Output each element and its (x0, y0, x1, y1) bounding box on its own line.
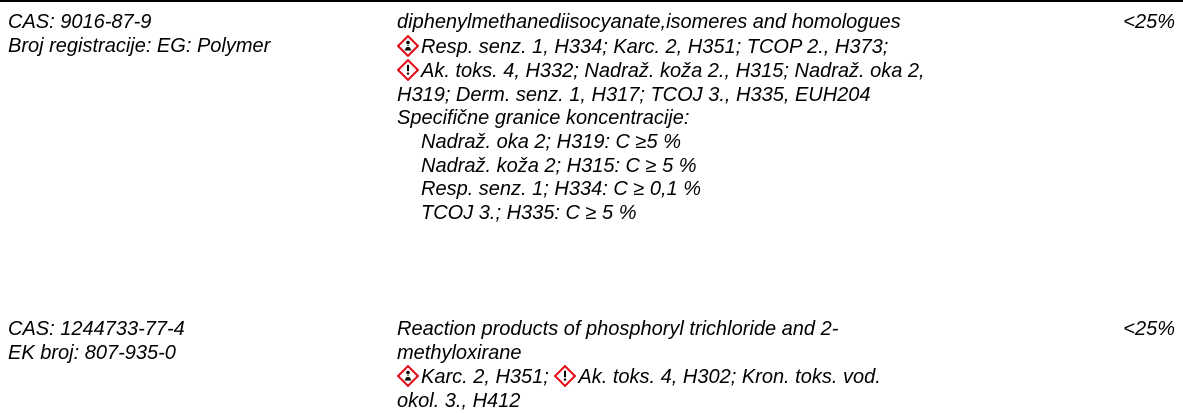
health-hazard-icon (397, 365, 419, 388)
concentration: <25% (1123, 11, 1175, 33)
health-hazard-icon (397, 34, 419, 57)
scl-item: Resp. senz. 1; H334: C ≥ 0,1 % (421, 178, 701, 201)
scl-item: TCOJ 3.; H335: C ≥ 5 % (421, 201, 637, 224)
identifier-column: CAS: 9016-87-9 Broj registracije: EG: Po… (8, 11, 388, 58)
registration-number: EK broj: 807-935-0 (8, 341, 176, 364)
exclamation-mark-icon (554, 365, 577, 388)
cas-number: CAS: 1244733-77-4 (8, 318, 185, 340)
substance-name: Reaction products of phosphoryl trichlor… (397, 318, 839, 340)
substance-name: methyloxirane (397, 341, 522, 364)
classification-line: Karc. 2, H351; Ak. toks. 4, H302; Kron. … (397, 365, 1117, 390)
scl-heading: Specifične granice koncentracije: (397, 107, 690, 130)
description-column: diphenylmethanediisocyanate,isomeres and… (397, 11, 1117, 225)
description-column: Reaction products of phosphoryl trichlor… (397, 318, 1117, 413)
classification-line: Resp. senz. 1, H334; Karc. 2, H351; TCOP… (397, 34, 1117, 60)
substance-name: diphenylmethanediisocyanate,isomeres and… (397, 11, 901, 33)
scl-item: Nadraž. koža 2; H315: C ≥ 5 % (421, 154, 697, 177)
scl-item: Nadraž. oka 2; H319: C ≥5 % (421, 130, 681, 153)
classification-line: H319; Derm. senz. 1, H317; TCOJ 3., H335… (397, 83, 871, 106)
classification-line: Ak. toks. 4, H332; Nadraž. koža 2., H315… (397, 59, 1117, 84)
identifier-column: CAS: 1244733-77-4 EK broj: 807-935-0 (8, 318, 388, 365)
concentration: <25% (1123, 318, 1175, 340)
cas-number: CAS: 9016-87-9 (8, 11, 152, 33)
top-rule (0, 0, 1183, 2)
exclamation-mark-icon (397, 59, 419, 82)
classification-line: okol. 3., H412 (397, 389, 521, 412)
registration-number: Broj registracije: EG: Polymer (8, 34, 271, 57)
